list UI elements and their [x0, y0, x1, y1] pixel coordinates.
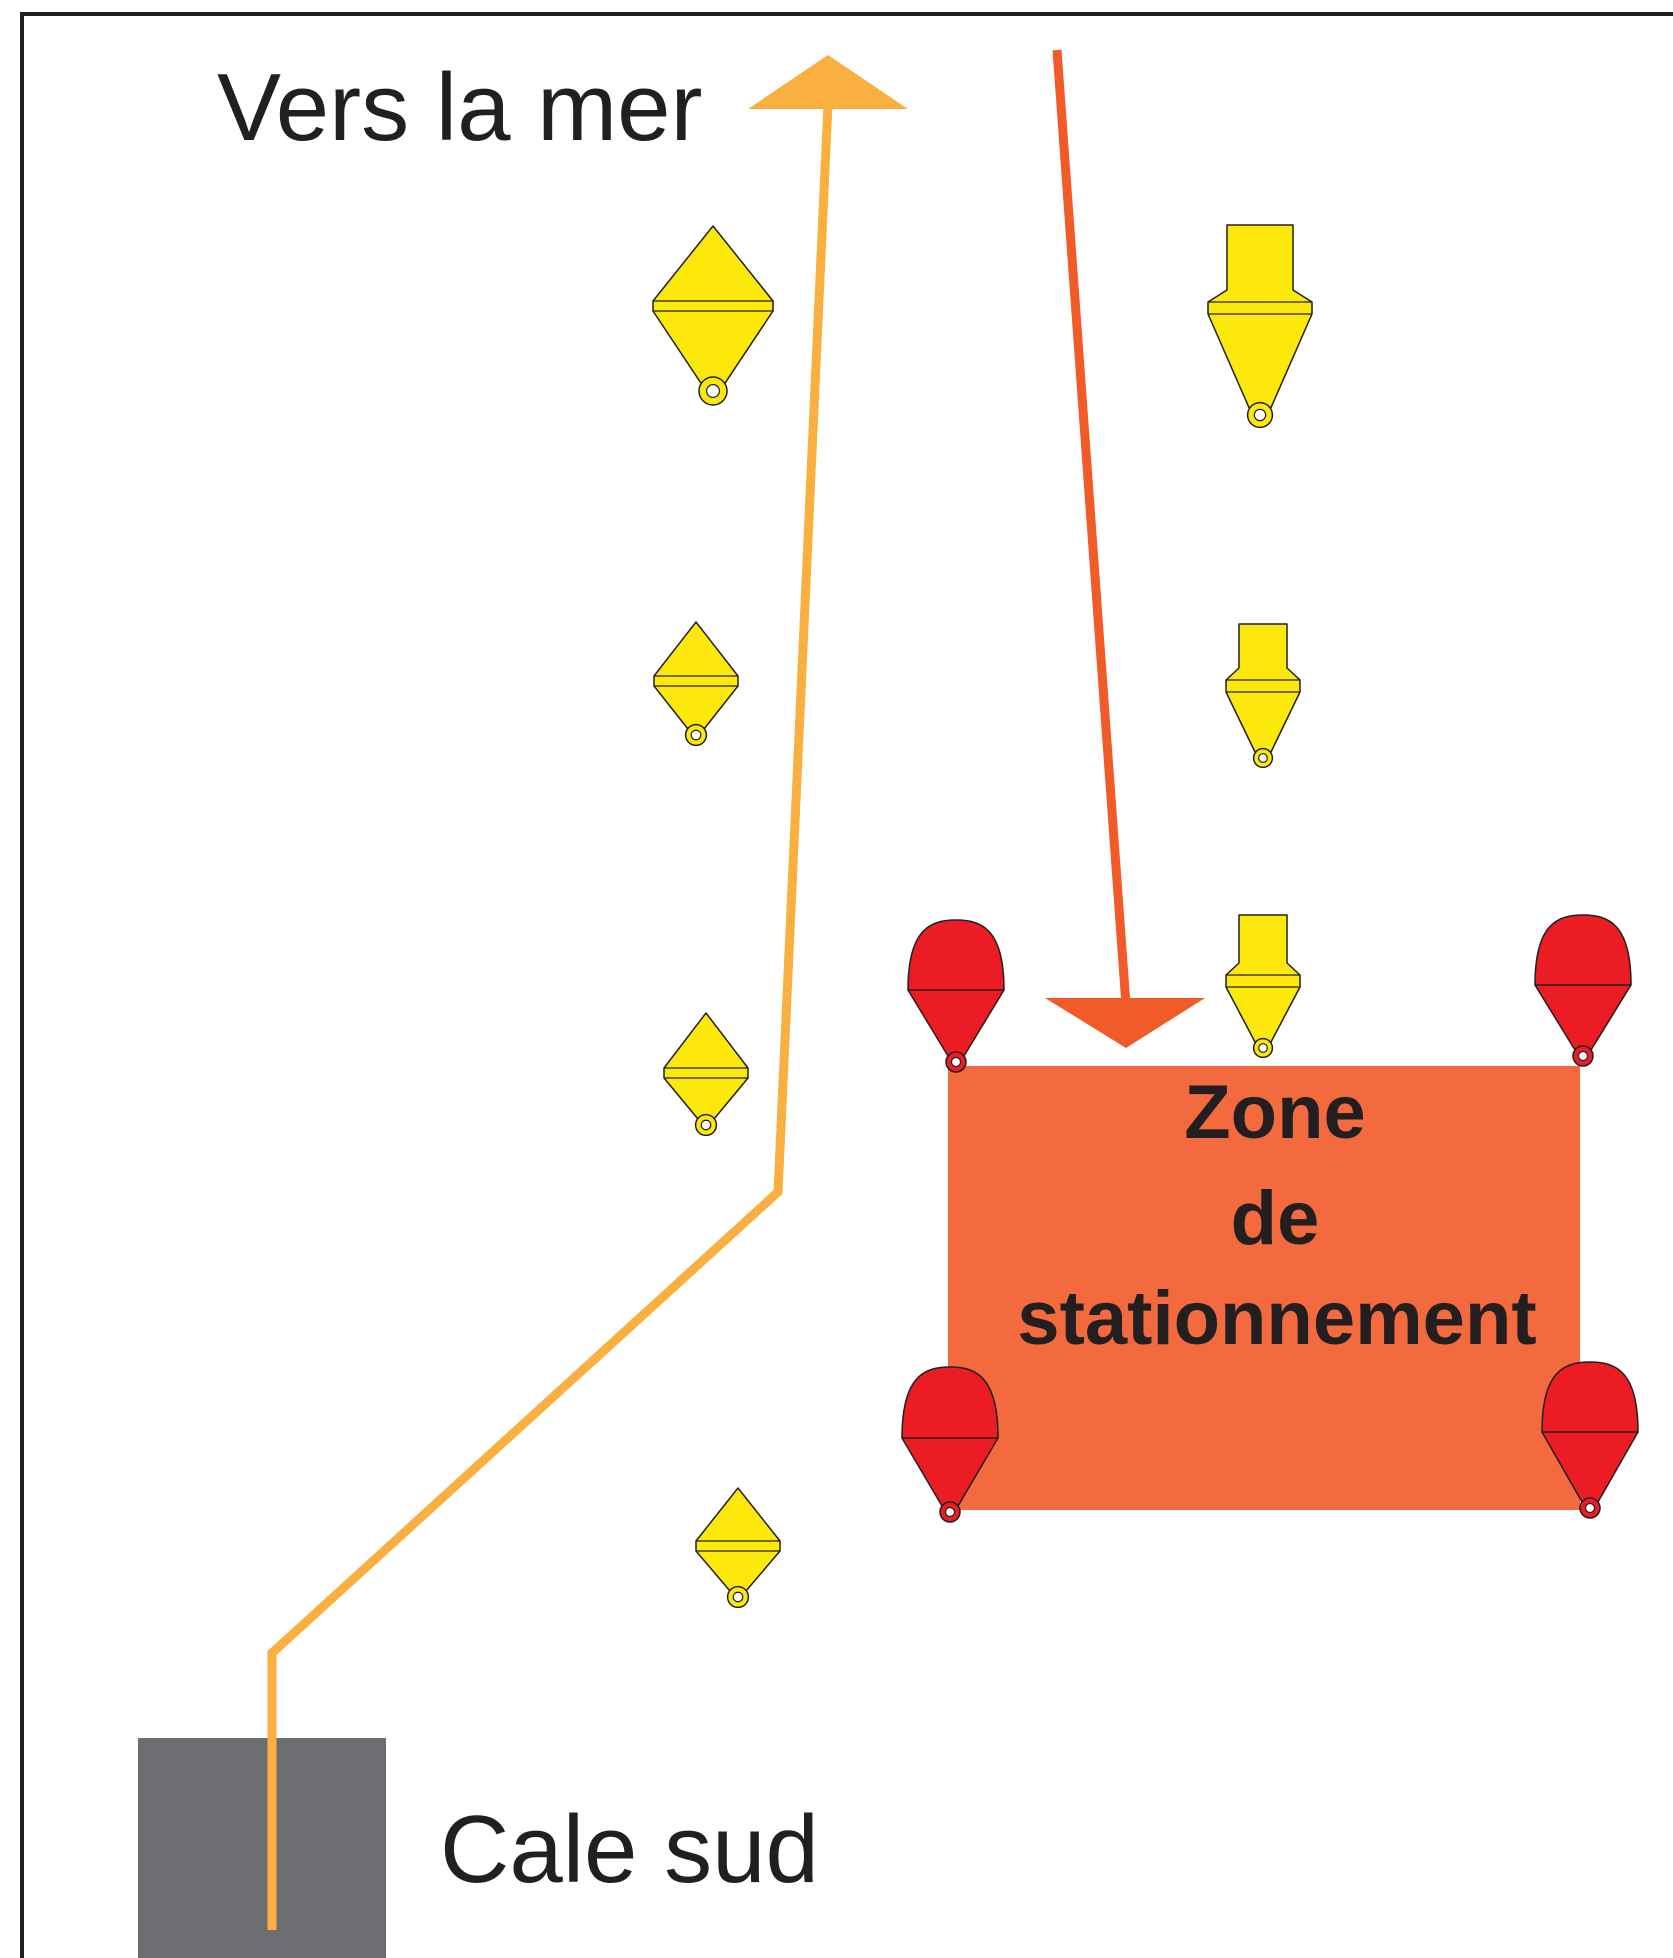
diagram-frame	[20, 12, 1673, 1958]
inbound-route-line	[1052, 49, 1131, 1006]
yellow-diamond-buoy	[663, 1012, 749, 1137]
red-mooring-buoy	[901, 1366, 999, 1523]
red-mooring-buoy	[907, 919, 1005, 1073]
yellow-can-buoy	[1207, 224, 1313, 429]
outbound-route-line	[267, 103, 833, 1930]
zone-label-line3: stationnement	[1017, 1276, 1536, 1361]
yellow-can-buoy	[1225, 623, 1301, 769]
yellow-can-buoy	[1225, 914, 1301, 1059]
yellow-diamond-buoy	[653, 621, 739, 747]
slipway-block	[138, 1738, 386, 1958]
inbound-arrow-head	[1045, 998, 1205, 1048]
red-mooring-buoy	[1541, 1361, 1639, 1519]
yellow-diamond-buoy	[652, 225, 774, 406]
yellow-diamond-buoy	[695, 1487, 781, 1609]
zone-label-line1: Zone	[1184, 1070, 1366, 1155]
outbound-arrow-head	[748, 55, 908, 109]
sea-label: Vers la mer	[217, 54, 702, 161]
red-mooring-buoy	[1534, 914, 1632, 1067]
slipway-label: Cale sud	[440, 1796, 819, 1903]
parking-zone	[948, 1066, 1580, 1510]
zone-label-line2: de	[1231, 1176, 1320, 1261]
